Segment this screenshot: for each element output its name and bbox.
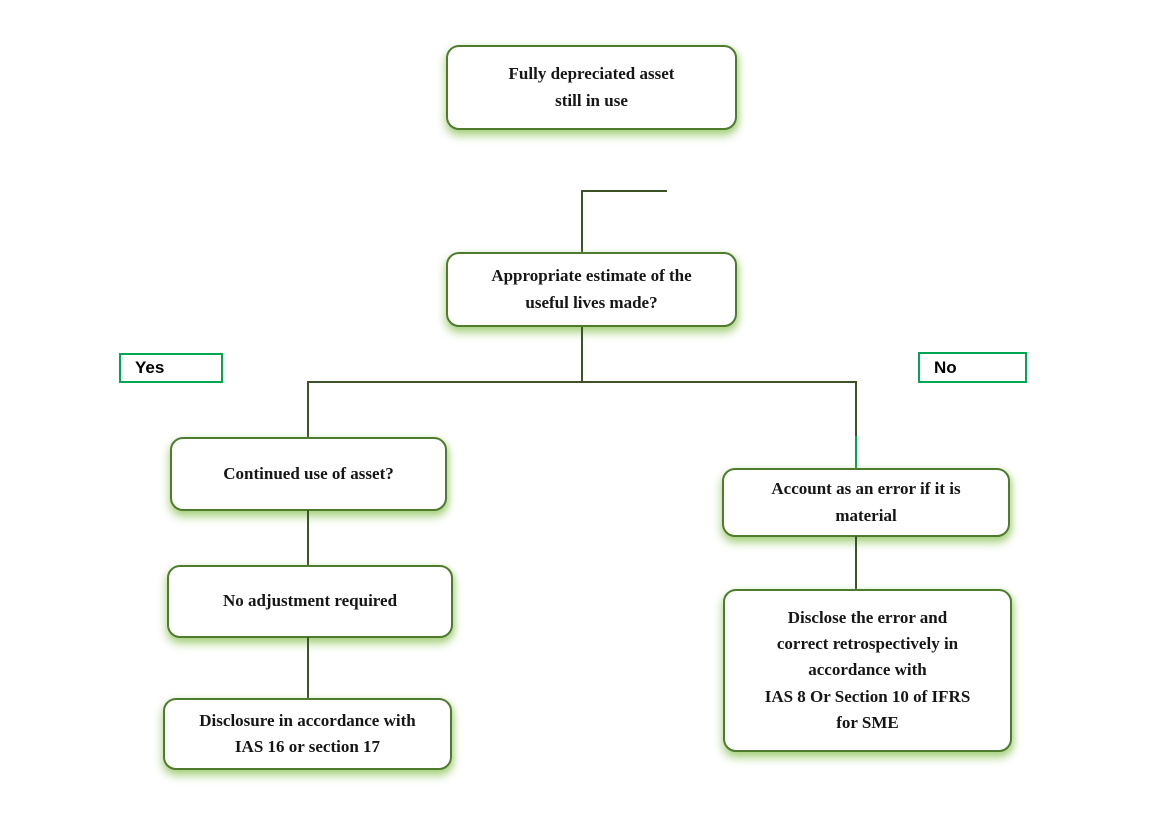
node-disclose-error: Disclose the error and correct retrospec… bbox=[723, 589, 1012, 752]
node-no-adjustment: No adjustment required bbox=[167, 565, 453, 638]
connector-account-to-disclose bbox=[855, 536, 857, 590]
connector-continued-to-adjustment bbox=[307, 510, 309, 566]
connector-estimate-stub bbox=[581, 327, 583, 383]
connector-top-elbow-vertical bbox=[581, 190, 583, 255]
connector-top-elbow-horizontal bbox=[581, 190, 667, 192]
node-account-error: Account as an error if it is material bbox=[722, 468, 1010, 537]
connector-no-vertical bbox=[855, 381, 857, 436]
label-yes: Yes bbox=[119, 353, 223, 383]
connector-branch-horizontal bbox=[307, 381, 857, 383]
connector-adjustment-to-disclosure bbox=[307, 637, 309, 699]
node-fully-depreciated-asset: Fully depreciated asset still in use bbox=[446, 45, 737, 130]
connector-yes-vertical bbox=[307, 381, 309, 438]
connector-no-vertical-accent bbox=[855, 436, 857, 469]
node-continued-use: Continued use of asset? bbox=[170, 437, 447, 511]
node-appropriate-estimate: Appropriate estimate of the useful lives… bbox=[446, 252, 737, 327]
node-disclosure-ias16: Disclosure in accordance with IAS 16 or … bbox=[163, 698, 452, 770]
label-no: No bbox=[918, 352, 1027, 383]
